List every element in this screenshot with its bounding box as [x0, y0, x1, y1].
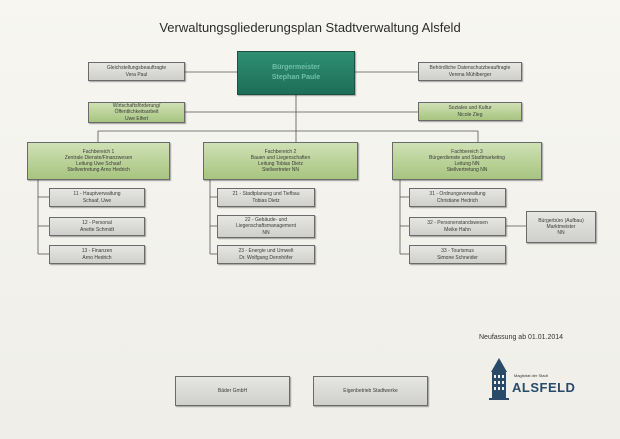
- company-label: Bäder GmbH: [217, 387, 248, 394]
- unit-box-31: 31 - Ordnungsverwaltung Christiane Hedri…: [409, 188, 506, 207]
- unit-line: Tobias Dietz: [252, 197, 280, 204]
- department-line: Bauen und Liegenschaften: [250, 154, 311, 161]
- citizen-office-box: Bürgerbüro (Aufbau) Marktmeister NN: [526, 211, 596, 243]
- unit-line: 13 - Finanzen: [81, 248, 113, 255]
- city-logo: Magistrat der Stadt ALSFELD: [484, 356, 584, 406]
- unit-box-22: 22 - Gebäude- und Liegenschaftsmanagemen…: [217, 215, 315, 238]
- staff-line: Uwe Eifert: [124, 115, 149, 122]
- company-label: Eigenbetrieb Stadtwerke: [343, 387, 398, 394]
- unit-line: Bürgerbüro (Aufbau): [538, 217, 584, 224]
- unit-line: 33 - Tourismus: [441, 248, 474, 255]
- unit-line: Meike Hahn: [444, 226, 471, 233]
- unit-box-21: 21 - Stadtplanung und Tiefbau Tobias Die…: [217, 188, 315, 207]
- unit-line: 32 - Personenstandswesen: [427, 220, 488, 227]
- unit-line: Anette Schmidt: [80, 226, 114, 233]
- department-line: Fachbereich 3: [451, 148, 483, 155]
- department-line: Fachbereich 2: [264, 148, 297, 155]
- unit-line: Simone Schneider: [437, 254, 478, 261]
- department-line: Leitung Uwe Schaaf: [76, 161, 121, 167]
- staff-box-economy: Wirtschaftsförderung/ Öffentlichkeitsarb…: [88, 102, 185, 123]
- unit-line: 21 - Stadtplanung und Tiefbau: [232, 191, 300, 198]
- department-line: Bürgerdienste und Stadtmarketing: [429, 154, 505, 161]
- staff-line: Vera Paul: [125, 71, 148, 78]
- logo-subtitle: Magistrat der Stadt: [514, 373, 548, 378]
- staff-line: Gleichstellungsbeauftragte: [106, 65, 167, 72]
- unit-line: 23 - Energie und Umwelt: [238, 248, 294, 255]
- company-box-stadtwerke: Eigenbetrieb Stadtwerke: [313, 376, 428, 406]
- unit-box-13: 13 - Finanzen Arno Hedrich: [49, 245, 145, 264]
- mayor-box: Bürgermeister Stephan Paule: [237, 51, 355, 95]
- staff-box-equality: Gleichstellungsbeauftragte Vera Paul: [88, 62, 185, 81]
- staff-line: Öffentlichkeitsarbeit: [114, 109, 159, 116]
- staff-box-privacy: Behördliche Datenschutzbeauftragte Veren…: [418, 62, 522, 81]
- mayor-title: Bürgermeister: [272, 63, 320, 71]
- revision-date: Neufassung ab 01.01.2014: [479, 334, 564, 341]
- unit-line: Schaaf, Uwe: [82, 197, 112, 204]
- unit-line: Dr. Wolfgang Dennhöfer: [239, 254, 293, 261]
- staff-line: Soziales und Kultur: [448, 105, 492, 112]
- staff-line: Behördliche Datenschutzbeauftragte: [429, 65, 511, 72]
- department-line: Leitung NN: [454, 161, 480, 167]
- unit-line: 11 - Hauptverwaltung: [73, 191, 121, 198]
- staff-line: Wirtschaftsförderung/: [112, 103, 161, 110]
- unit-line: 31 - Ordnungsverwaltung: [429, 191, 486, 198]
- unit-box-33: 33 - Tourismus Simone Schneider: [409, 245, 506, 264]
- unit-line: 22 - Gebäude- und: [245, 217, 287, 224]
- mayor-name: Stephan Paule: [271, 74, 321, 81]
- logo-wordmark: ALSFELD: [512, 380, 576, 395]
- unit-box-12: 12 - Personal Anette Schmidt: [49, 217, 145, 236]
- company-box-baeder: Bäder GmbH: [175, 376, 290, 406]
- unit-line: Christiane Hedrich: [436, 197, 479, 204]
- department-line: Stellvertretung NN: [446, 167, 488, 174]
- staff-line: Nicole Zieg: [457, 111, 483, 118]
- unit-line: Arno Hedrich: [82, 254, 112, 261]
- unit-line: Liegenschaftsmanagement: [235, 223, 297, 230]
- unit-box-11: 11 - Hauptverwaltung Schaaf, Uwe: [49, 188, 145, 207]
- department-line: Stellvertretung Arno Hedrich: [67, 167, 130, 174]
- unit-line: 12 - Personal: [82, 220, 112, 227]
- staff-box-social: Soziales und Kultur Nicole Zieg: [418, 102, 522, 121]
- department-line: Zentrale Dienste/Finanzwesen: [64, 154, 133, 161]
- unit-box-32: 32 - Personenstandswesen Meike Hahn: [409, 217, 506, 236]
- page-title: Verwaltungsgliederungsplan Stadtverwaltu…: [159, 20, 461, 35]
- department-box-1: Fachbereich 1 Zentrale Dienste/Finanzwes…: [27, 142, 170, 180]
- department-line: Leitung Tobias Dietz: [258, 161, 303, 167]
- town-hall-icon: [489, 358, 509, 400]
- unit-line: NN: [557, 230, 565, 237]
- department-line: Stellvertreter NN: [262, 167, 299, 174]
- department-box-3: Fachbereich 3 Bürgerdienste und Stadtmar…: [392, 142, 542, 180]
- unit-box-23: 23 - Energie und Umwelt Dr. Wolfgang Den…: [217, 245, 315, 264]
- unit-line: NN: [262, 229, 270, 236]
- department-line: Fachbereich 1: [82, 148, 115, 155]
- unit-line: Marktmeister: [546, 223, 576, 230]
- staff-line: Verena Mühlberger: [448, 71, 492, 78]
- department-box-2: Fachbereich 2 Bauen und Liegenschaften L…: [203, 142, 358, 180]
